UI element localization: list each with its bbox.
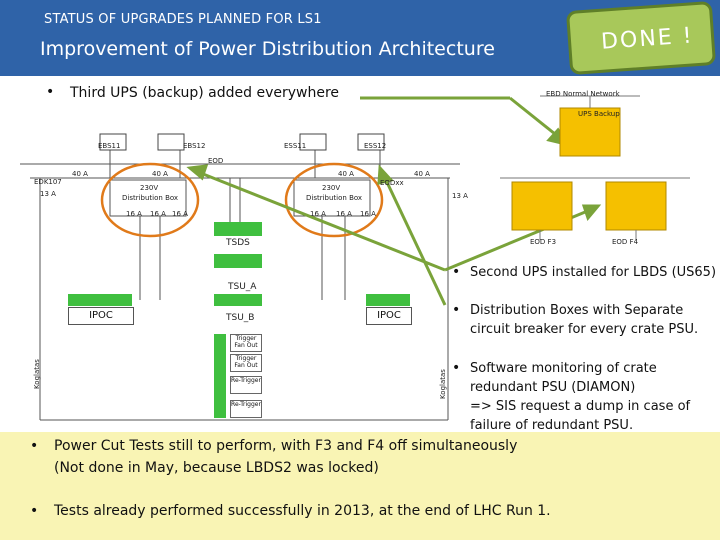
label-16a-r1: 16 A [310, 210, 326, 218]
bullet-dot: • [46, 84, 55, 100]
ups-network-label: EBD Normal Network [546, 90, 620, 98]
retrigger-2: Re-Trigger [230, 400, 262, 418]
label-ebs11: EBS11 [98, 142, 121, 150]
label-edk107: EDK107 [34, 178, 62, 186]
green-bar-trigger-rack [214, 334, 226, 418]
dist-box-right-voltage: 230V [322, 184, 341, 192]
bullet-tests-done: Tests already performed successfully in … [54, 503, 551, 519]
highlight-ellipse-right [284, 162, 384, 238]
label-kapton-left: Koglatas [32, 359, 41, 389]
ipoc-left: IPOC [68, 307, 134, 325]
green-bar-tsds [214, 222, 262, 236]
label-16a-l2: 16 A [150, 210, 166, 218]
ups-backup-label: UPS Backup [578, 110, 620, 118]
label-eod: EOD [208, 157, 224, 165]
bullet-software-3: => SIS request a dump in case of [470, 399, 691, 414]
label-ess11: ESS11 [284, 142, 307, 150]
label-ess12: ESS12 [364, 142, 387, 150]
label-tsds: TSDS [226, 238, 250, 248]
bullet-software-4: failure of redundant PSU. [470, 418, 634, 433]
bullet-dist-boxes-2: circuit breaker for every crate PSU. [470, 322, 699, 337]
label-40a-4: 40 A [414, 170, 430, 178]
label-tsu-b: TSU_B [226, 313, 255, 323]
header-status-line: STATUS OF UPGRADES PLANNED FOR LS1 [44, 12, 322, 27]
label-40a-1: 40 A [72, 170, 88, 178]
label-16a-r2: 16 A [336, 210, 352, 218]
bullet-second-ups: Second UPS installed for LBDS (US65) [470, 265, 717, 280]
dist-box-left-voltage: 230V [140, 184, 159, 192]
dist-box-left [109, 179, 187, 217]
highlight-box: • Power Cut Tests still to perform, with… [0, 432, 720, 540]
green-bar-tsu-a [214, 254, 262, 268]
ups-label-f4: EOD F4 [612, 238, 639, 246]
bullet-dot: • [30, 438, 39, 454]
bullet-ups-backup: Third UPS (backup) added everywhere [70, 85, 340, 101]
label-16a-l3: 16 A [172, 210, 188, 218]
trigger-fanout-2: Trigger Fan Out [230, 354, 262, 372]
bullet-power-cut-1: Power Cut Tests still to perform, with F… [54, 438, 518, 454]
bullet-dist-boxes-1: Distribution Boxes with Separate [470, 303, 684, 318]
label-40a-2: 40 A [152, 170, 168, 178]
slide-title: Improvement of Power Distribution Archit… [40, 38, 495, 60]
retrigger-1: Re-Trigger [230, 376, 262, 394]
source-boxes [99, 133, 385, 151]
bullet-software-1: Software monitoring of crate [470, 361, 657, 376]
ups-label-f3: EOD F3 [530, 238, 557, 246]
label-16a-l1: 16 A [126, 210, 142, 218]
ipoc-right: IPOC [366, 307, 412, 325]
bullet-dot: • [452, 302, 461, 318]
dist-box-right [293, 179, 371, 217]
bullet-software-2: redundant PSU (DIAMON) [470, 380, 636, 395]
label-16a-r3: 16 A [360, 210, 376, 218]
label-40a-3: 40 A [338, 170, 354, 178]
trigger-fanout-1: Trigger Fan Out [230, 334, 262, 352]
label-13a-right: 13 A [452, 192, 468, 200]
dist-box-right-label: Distribution Box [306, 194, 363, 202]
label-eod-right: EODxx [380, 179, 404, 187]
label-tsu-a: TSU_A [228, 282, 257, 292]
label-13a-left: 13 A [40, 190, 56, 198]
label-ebs12: EBS12 [183, 142, 206, 150]
bullet-dot: • [452, 360, 461, 376]
bullet-power-cut-2: (Not done in May, because LBDS2 was lock… [54, 460, 379, 476]
label-kapton-right: Koglatas [438, 369, 447, 399]
dist-box-left-label: Distribution Box [122, 194, 179, 202]
green-bar-tsu-b [214, 294, 262, 306]
highlight-ellipse-left [100, 162, 200, 238]
bullet-dot: • [452, 264, 461, 280]
bullet-dot: • [30, 503, 39, 519]
green-bar-ipoc-right [366, 294, 410, 306]
ups-boxes [511, 107, 667, 231]
green-bar-ipoc-left [68, 294, 132, 306]
